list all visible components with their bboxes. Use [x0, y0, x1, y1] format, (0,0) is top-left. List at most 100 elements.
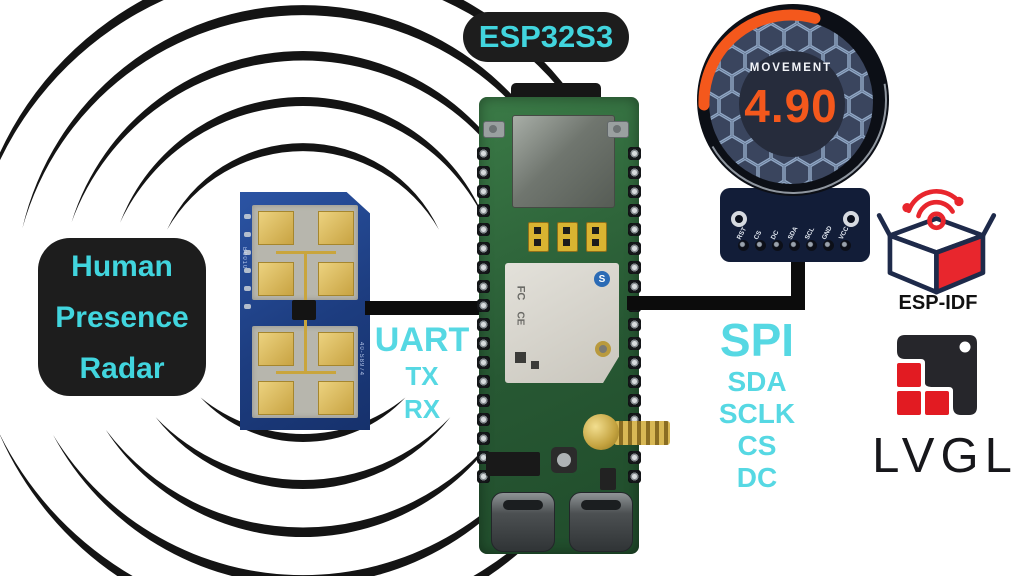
- board-pin: [628, 261, 641, 274]
- spi-title: SPI: [719, 314, 795, 366]
- uart-pin-tx: TX: [405, 361, 439, 391]
- antenna-via: [595, 341, 611, 357]
- display-pin: [823, 240, 834, 251]
- spi-bus-label: SPI SDA SCLK CS DC: [695, 314, 819, 494]
- fcc-mark: FC: [514, 285, 527, 301]
- board-pin: [477, 356, 490, 369]
- esp32s3-title-label: ESP32S3: [463, 12, 629, 62]
- antenna-patch: [318, 332, 354, 366]
- display-breakout-pcb: RST CS DC SDA SCL GND VCC: [720, 188, 870, 262]
- board-pin: [477, 280, 490, 293]
- uart-pin-rx: RX: [403, 394, 441, 424]
- solder-pad: [244, 250, 251, 255]
- board-pin: [477, 432, 490, 445]
- boot-button: [483, 121, 505, 138]
- usb-uart-chip: [486, 452, 540, 476]
- board-pin: [477, 318, 490, 331]
- board-pin: [477, 204, 490, 217]
- board-pin: [477, 261, 490, 274]
- display-pin: [789, 240, 800, 251]
- board-pin: [477, 299, 490, 312]
- solder-pad: [244, 232, 251, 237]
- board-pin: [628, 375, 641, 388]
- spi-pin-dc: DC: [736, 462, 778, 493]
- board-pin: [628, 223, 641, 236]
- uart-title: UART: [374, 321, 470, 359]
- antenna-trace: [276, 371, 336, 374]
- qr-code: [515, 352, 526, 363]
- solder-pad: [244, 214, 251, 219]
- display-pin: [840, 240, 851, 251]
- radar-soc-module: S FC CE: [505, 263, 619, 383]
- radar-title-line: Presence: [55, 300, 189, 334]
- board-pin: [628, 470, 641, 483]
- gauge-arc: [698, 9, 821, 111]
- antenna-patch: [318, 381, 354, 415]
- board-pin: [477, 147, 490, 160]
- display-pin: [755, 240, 766, 251]
- display-pin: [806, 240, 817, 251]
- antenna-patch: [258, 332, 294, 366]
- usb-c-port: [491, 492, 555, 552]
- jumper-header: [586, 222, 607, 252]
- module-logo: S: [594, 271, 610, 287]
- board-pin: [628, 185, 641, 198]
- board-pin: [477, 413, 490, 426]
- solder-pad: [244, 304, 251, 309]
- lvgl-label: LVGL: [872, 429, 1018, 483]
- regulator-chip: [600, 468, 616, 490]
- board-pin: [628, 280, 641, 293]
- metric-value: 4.90: [744, 80, 838, 132]
- board-button: [551, 447, 577, 473]
- display-pin: [738, 240, 749, 251]
- usb-c-port: [569, 492, 633, 552]
- lvgl-logo: [897, 335, 977, 415]
- spi-pin-sclk: SCLK: [718, 398, 796, 429]
- antenna-trace: [304, 318, 307, 371]
- radar-title-line: Radar: [79, 351, 165, 385]
- board-pin: [628, 166, 641, 179]
- board-pin: [628, 242, 641, 255]
- spi-pin-cs: CS: [737, 430, 777, 461]
- board-pin: [477, 394, 490, 407]
- display-pin-label: RST: [735, 226, 749, 241]
- antenna-patch: [258, 381, 294, 415]
- uart-bus-label: UART TX RX: [362, 320, 482, 426]
- radar-module-photo: B0010 40-S8974: [240, 192, 370, 430]
- espidf-logo: [876, 189, 997, 295]
- screw-hole: [731, 211, 747, 227]
- antenna-patch: [318, 262, 354, 296]
- board-pin: [628, 394, 641, 407]
- board-pin: [477, 185, 490, 198]
- board-pin: [628, 147, 641, 160]
- board-pin: [477, 337, 490, 350]
- display-pin-label: SDA: [786, 225, 800, 241]
- antenna-patch: [258, 211, 294, 245]
- board-pin: [628, 337, 641, 350]
- solder-pad: [244, 286, 251, 291]
- radar-title-line: Human: [71, 249, 173, 283]
- metric-label: MOVEMENT: [750, 62, 832, 74]
- radar-antenna-panel: [252, 318, 358, 418]
- esp32s3-title: ESP32S3: [478, 19, 614, 54]
- board-pin: [628, 356, 641, 369]
- display-pin-label: VCC: [837, 225, 851, 241]
- radar-ic-chip: [292, 300, 316, 320]
- board-pin: [477, 375, 490, 388]
- antenna-patch: [318, 211, 354, 245]
- sma-connector-barrel: [614, 421, 670, 445]
- display-pin-label: GND: [820, 224, 834, 241]
- radar-silkscreen: 40-S8974: [358, 342, 364, 377]
- spi-pin-sda: SDA: [727, 366, 787, 397]
- board-pin: [628, 204, 641, 217]
- round-display: MOVEMENT 4.90: [697, 4, 889, 196]
- ce-mark: CE: [514, 311, 526, 326]
- radar-title-label: Human Presence Radar: [38, 238, 206, 396]
- board-pin: [477, 223, 490, 236]
- reset-button: [607, 121, 629, 138]
- screw-hole: [843, 211, 859, 227]
- spi-wire-horizontal: [627, 296, 805, 310]
- sma-connector: [583, 414, 619, 450]
